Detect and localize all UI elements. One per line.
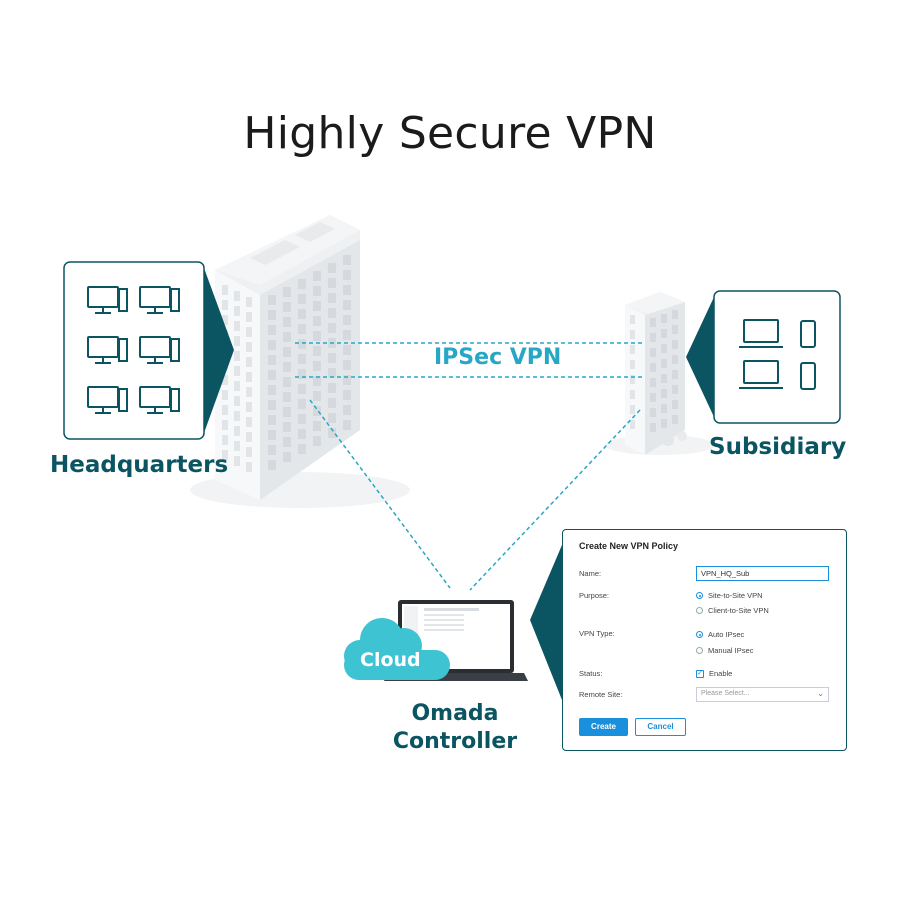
- sub-building: [625, 292, 687, 455]
- cloud-icon: [344, 618, 450, 680]
- desktop-computer-icon: [87, 386, 128, 414]
- desktop-computer-icon: [139, 286, 180, 314]
- status-option-label: Enable: [709, 669, 733, 678]
- omada-label-line1: Omada: [411, 701, 499, 726]
- name-label: Name:: [579, 569, 602, 578]
- status-enable-checkbox[interactable]: ✓ Enable: [696, 669, 732, 678]
- radio-unselected-icon[interactable]: [696, 647, 703, 654]
- radio-selected-icon[interactable]: [696, 631, 703, 638]
- purpose-label: Purpose:: [579, 591, 610, 600]
- vpn-type-option-label: Auto IPsec: [708, 630, 745, 639]
- hq-device-panel: [63, 261, 234, 440]
- remote-site-select[interactable]: Please Select... ⌄: [696, 687, 829, 702]
- purpose-option-label: Site-to-Site VPN: [708, 591, 763, 600]
- desktop-computer-icon: [139, 386, 180, 414]
- radio-unselected-icon[interactable]: [696, 607, 703, 614]
- radio-selected-icon[interactable]: [696, 592, 703, 599]
- create-button[interactable]: Create: [579, 718, 628, 736]
- vpn-type-option-manual[interactable]: Manual IPsec: [696, 646, 753, 655]
- cancel-button[interactable]: Cancel: [635, 718, 686, 736]
- smartphone-icon: [800, 320, 816, 348]
- vpn-links: [295, 342, 642, 591]
- vpn-type-option-auto[interactable]: Auto IPsec: [696, 630, 744, 639]
- smartphone-icon: [800, 362, 816, 390]
- vpn-policy-form: Create New VPN Policy Name: VPN_HQ_Sub P…: [562, 529, 847, 751]
- remote-site-label: Remote Site:: [579, 690, 623, 699]
- cloud-label: Cloud: [360, 649, 421, 671]
- purpose-option-site-to-site[interactable]: Site-to-Site VPN: [696, 591, 763, 600]
- sub-controller-link: [469, 409, 641, 591]
- desktop-computer-icon: [87, 336, 128, 364]
- omada-label-line2: Controller: [392, 729, 518, 754]
- sub-device-panel: [686, 290, 841, 424]
- status-label: Status:: [579, 669, 603, 678]
- vpn-type-label: VPN Type:: [579, 629, 615, 638]
- desktop-computer-icon: [87, 286, 128, 314]
- ipsec-vpn-label: IPSec VPN: [430, 345, 566, 370]
- desktop-computer-icon: [139, 336, 180, 364]
- hq-building: [215, 215, 360, 500]
- remote-site-placeholder: Please Select...: [701, 690, 750, 697]
- headquarters-label: Headquarters: [50, 452, 229, 478]
- form-title: Create New VPN Policy: [579, 541, 679, 551]
- chevron-down-icon: ⌄: [817, 689, 824, 698]
- purpose-option-label: Client-to-Site VPN: [708, 606, 769, 615]
- form-pointer: [530, 545, 562, 700]
- laptop-icon: [739, 360, 783, 389]
- vpn-type-option-label: Manual IPsec: [708, 646, 754, 655]
- checkbox-checked-icon[interactable]: ✓: [696, 669, 704, 678]
- laptop-icon: [739, 319, 783, 348]
- page-title: Highly Secure VPN: [243, 108, 657, 159]
- purpose-option-client-to-site[interactable]: Client-to-Site VPN: [696, 606, 769, 615]
- name-input[interactable]: VPN_HQ_Sub: [696, 566, 829, 581]
- omada-controller-label: Omada Controller: [385, 700, 525, 756]
- subsidiary-label: Subsidiary: [709, 434, 847, 460]
